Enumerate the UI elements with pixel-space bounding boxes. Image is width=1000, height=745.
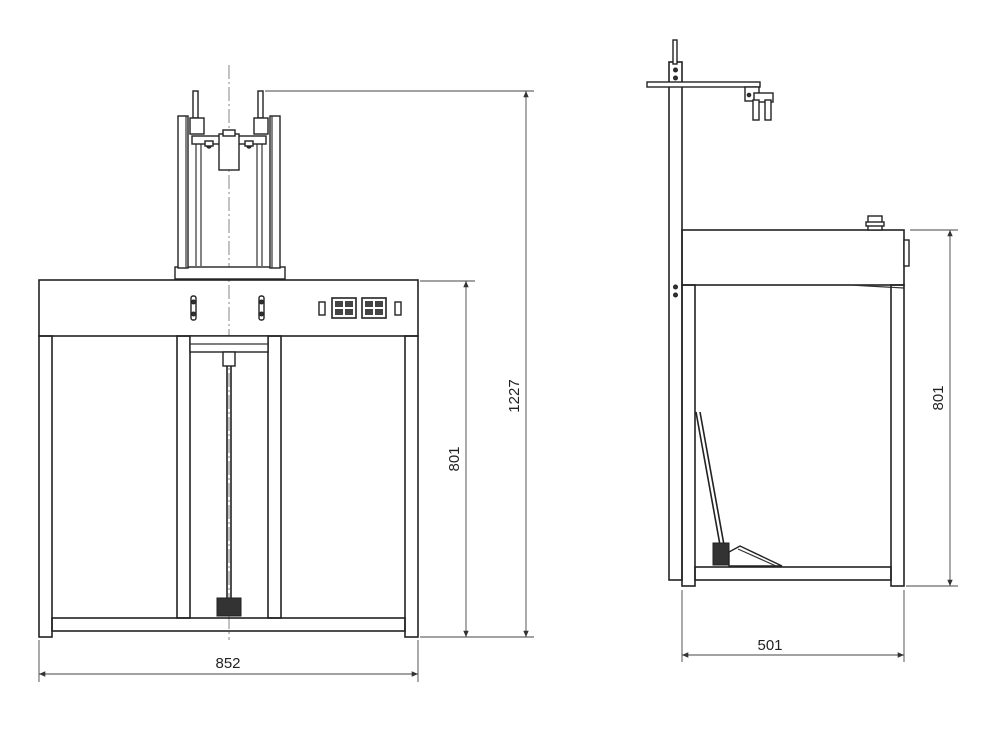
digital-display-1 bbox=[331, 297, 357, 319]
side-top-arm bbox=[646, 81, 774, 121]
side-view: 501 801 bbox=[646, 39, 958, 662]
front-dimensions: 852 801 1227 bbox=[38, 90, 534, 682]
front-view: 852 801 1227 bbox=[38, 65, 534, 682]
side-foot-pedal bbox=[695, 411, 783, 567]
front-control-panel bbox=[38, 279, 419, 337]
side-dimensions: 501 801 bbox=[681, 229, 958, 662]
dim-total-height-label: 1227 bbox=[506, 379, 523, 412]
side-table-top bbox=[681, 215, 910, 289]
dim-depth-label: 501 bbox=[757, 637, 782, 654]
dim-side-table-height-label: 801 bbox=[930, 385, 947, 410]
dim-width-label: 852 bbox=[215, 655, 240, 672]
front-legs bbox=[38, 335, 419, 638]
dim-front-table-height-label: 801 bbox=[446, 446, 463, 471]
front-weight-rod bbox=[216, 351, 242, 617]
side-frame bbox=[681, 284, 905, 587]
digital-display-2 bbox=[361, 297, 387, 319]
front-upper-frame bbox=[174, 90, 286, 280]
side-column bbox=[668, 39, 683, 581]
